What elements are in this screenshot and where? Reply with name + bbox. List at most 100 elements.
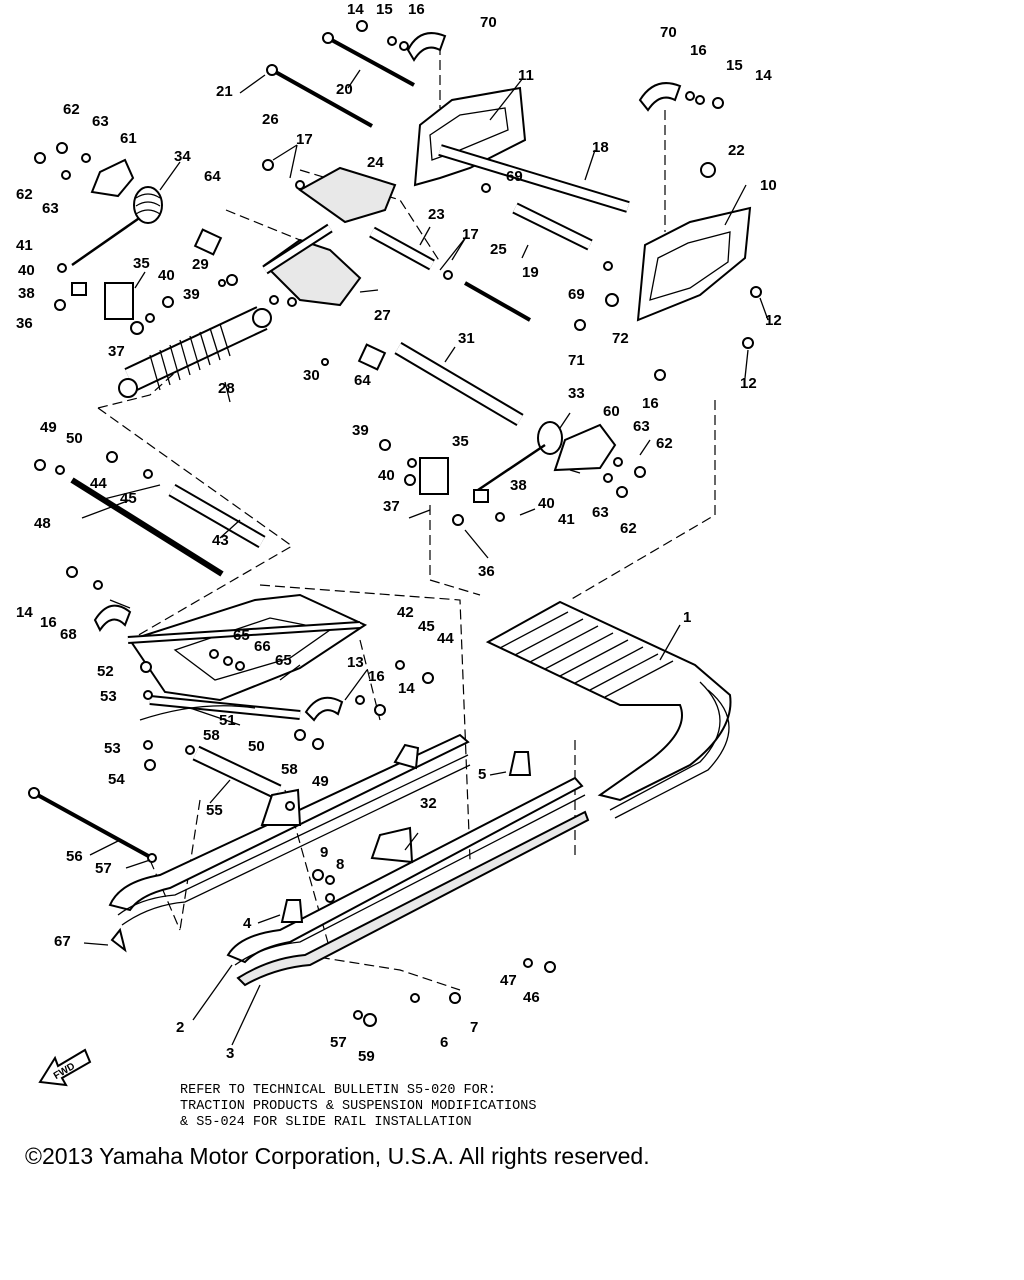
plate-60: [553, 423, 617, 472]
track-1: [485, 600, 732, 819]
callout-42: 42: [397, 604, 414, 621]
callout-53b: 53: [104, 740, 121, 757]
callout-15b: 15: [726, 57, 743, 74]
callout-15a: 15: [376, 1, 393, 18]
long-bolt-20: [322, 32, 415, 87]
callout-26: 26: [262, 111, 279, 128]
callout-14b: 14: [755, 67, 772, 84]
callout-14c: 14: [16, 604, 33, 621]
callout-50a: 50: [66, 430, 83, 447]
callout-64b: 64: [354, 372, 371, 389]
callout-69b: 69: [568, 286, 585, 303]
callout-27: 27: [374, 307, 391, 324]
callout-57a: 57: [95, 860, 112, 877]
callout-12b: 12: [740, 375, 757, 392]
callout-40a: 40: [18, 262, 35, 279]
callout-39a: 39: [183, 286, 200, 303]
rod-34: [71, 186, 163, 267]
callout-11: 11: [518, 67, 534, 84]
callout-34: 34: [174, 148, 191, 165]
spacer-64: [193, 228, 223, 256]
callout-53a: 53: [100, 688, 117, 705]
callout-36a: 36: [16, 315, 33, 332]
callout-63b: 63: [42, 200, 59, 217]
callout-36b: 36: [478, 563, 495, 580]
bracket-35a: [104, 282, 134, 320]
callout-39b: 39: [352, 422, 369, 439]
callout-16d: 16: [40, 614, 57, 631]
shaft-18: [438, 144, 630, 213]
callout-12a: 12: [765, 312, 782, 329]
bulletin-note-line-1: REFER TO TECHNICAL BULLETIN S5-020 FOR:: [180, 1083, 496, 1098]
callout-49b: 49: [312, 773, 329, 790]
callout-44b: 44: [437, 630, 454, 647]
handle-70b: [638, 82, 682, 112]
callout-70a: 70: [480, 14, 497, 31]
callout-56: 56: [66, 848, 83, 865]
shaft-19: [512, 202, 593, 251]
spring-33: [537, 421, 563, 455]
callout-65b: 65: [275, 652, 292, 669]
shaft-43: [168, 483, 266, 549]
bracket-32: [370, 826, 414, 864]
callout-63a: 63: [92, 113, 109, 130]
callout-64a: 64: [204, 168, 221, 185]
callout-5: 5: [478, 766, 486, 783]
callout-45a: 45: [120, 490, 137, 507]
callout-31: 31: [458, 330, 475, 347]
callout-16c: 16: [642, 395, 659, 412]
callout-38a: 38: [18, 285, 35, 302]
callout-17a: 17: [296, 131, 313, 148]
callout-19: 19: [522, 264, 539, 281]
callout-62a: 62: [63, 101, 80, 118]
callout-62d: 62: [620, 520, 637, 537]
callouts: 1 2 3 4 5 6 7 8 9 10 11 12 12 13 14 14 1…: [16, 1, 782, 1065]
callout-71: 71: [568, 352, 585, 369]
callout-2: 2: [176, 1019, 184, 1036]
bracket-10: [636, 206, 752, 322]
bolt-25: [464, 281, 531, 322]
callout-63c: 63: [633, 418, 650, 435]
callout-1: 1: [683, 609, 691, 626]
slide-rail-right: [110, 751, 590, 987]
leader-lines: [81, 69, 769, 1046]
callout-68: 68: [60, 626, 77, 643]
callout-7: 7: [470, 1019, 478, 1036]
shaft-31: [394, 341, 524, 427]
callout-14d: 14: [398, 680, 415, 697]
callout-63d: 63: [592, 504, 609, 521]
exploded-parts-diagram: FWD: [16, 1, 782, 1087]
shaft-56: [28, 787, 153, 860]
bulletin-note-line-3: & S5-024 FOR SLIDE RAIL INSTALLATION: [180, 1115, 472, 1130]
plate-61: [90, 158, 135, 198]
handle-70a: [406, 32, 447, 62]
tip-67: [110, 927, 127, 953]
mount-5-right: [508, 751, 532, 776]
callout-41b: 41: [558, 511, 575, 528]
shaft-23: [369, 226, 435, 271]
mount-4: [280, 899, 304, 923]
callout-20: 20: [336, 81, 353, 98]
handle-13: [304, 696, 344, 722]
callout-40d: 40: [538, 495, 555, 512]
callout-37a: 37: [108, 343, 125, 360]
bulletin-note: REFER TO TECHNICAL BULLETIN S5-020 FOR: …: [180, 1083, 536, 1131]
bulletin-note-line-2: TRACTION PRODUCTS & SUSPENSION MODIFICAT…: [180, 1099, 537, 1114]
callout-46: 46: [523, 989, 540, 1006]
callout-33: 33: [568, 385, 585, 402]
callout-16e: 16: [368, 668, 385, 685]
callout-67: 67: [54, 933, 71, 950]
parts: FWD: [28, 20, 762, 1087]
block-38a: [71, 282, 87, 296]
callout-35a: 35: [133, 255, 150, 272]
callout-62c: 62: [656, 435, 673, 452]
block-38b: [473, 489, 489, 503]
callout-48: 48: [34, 515, 51, 532]
callout-13: 13: [347, 654, 364, 671]
handle-68: [93, 604, 132, 632]
callout-49a: 49: [40, 419, 57, 436]
wear-strip-3: [236, 810, 590, 987]
link-51: [139, 705, 256, 721]
shaft-48: [70, 477, 224, 577]
callout-69a: 69: [506, 168, 523, 185]
